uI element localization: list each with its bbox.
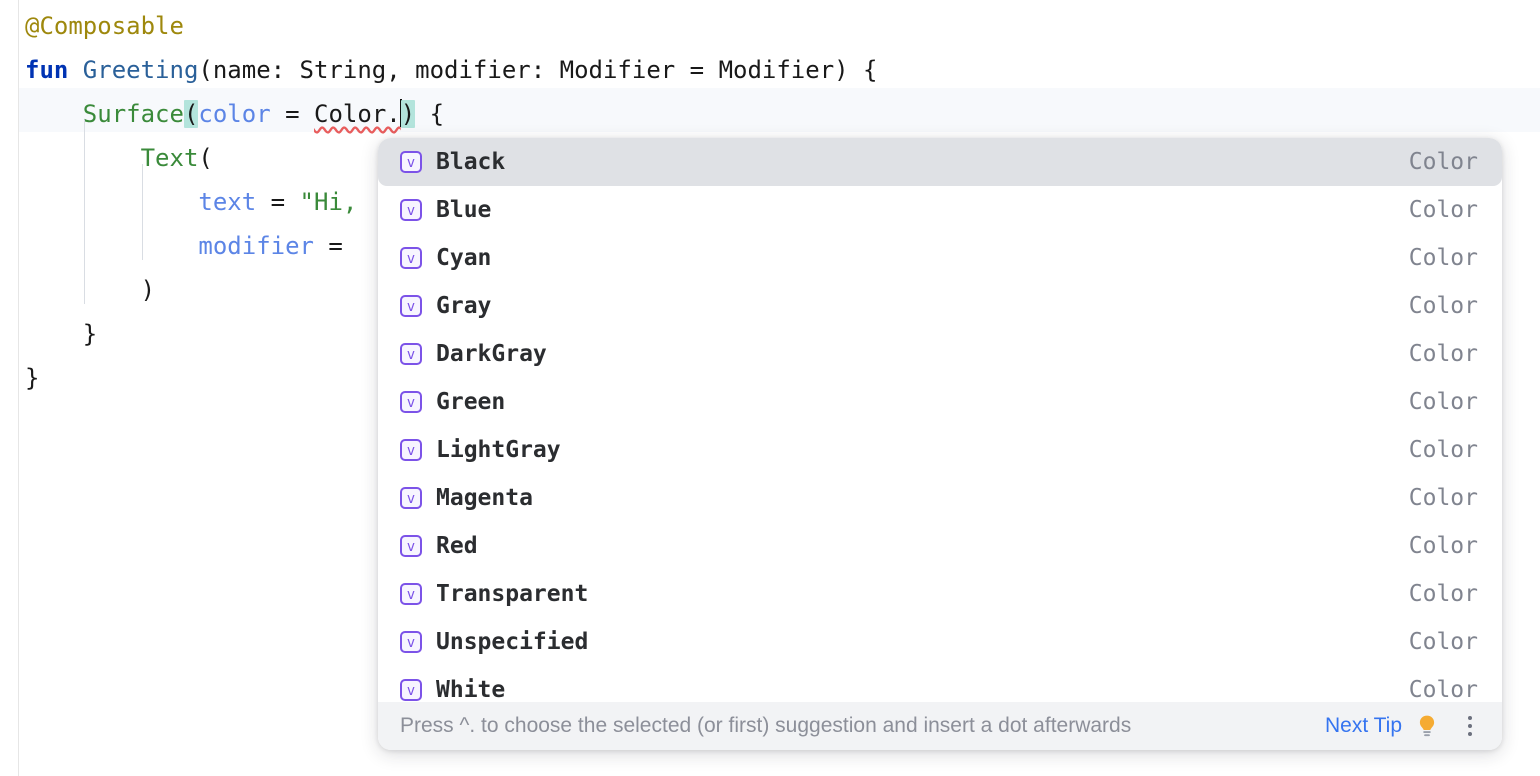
completion-item[interactable]: v Green Color	[378, 378, 1502, 426]
completion-item-type: Color	[1408, 677, 1478, 702]
completion-item-label: DarkGray	[436, 341, 547, 367]
property-value-icon: v	[400, 583, 422, 605]
code-token: {	[415, 100, 445, 128]
more-options-icon[interactable]	[1460, 713, 1480, 739]
property-value-icon: v	[400, 295, 422, 317]
completion-item[interactable]: v White Color	[378, 666, 1502, 702]
completion-item[interactable]: v Red Color	[378, 522, 1502, 570]
completion-item-label: Black	[436, 149, 506, 175]
property-value-icon: v	[400, 679, 422, 701]
code-line: }	[0, 312, 1540, 356]
code-token: }	[82, 320, 98, 348]
completion-item-label: Green	[436, 389, 506, 415]
completion-item-label: Gray	[436, 293, 492, 319]
completion-item-type: Color	[1408, 533, 1478, 559]
completion-item[interactable]: v LightGray Color	[378, 426, 1502, 474]
property-value-icon: v	[400, 439, 422, 461]
code-line: text = "Hi,	[0, 180, 1540, 224]
code-token: =	[313, 232, 358, 260]
completion-item-type: Color	[1408, 293, 1478, 319]
indent-guide	[83, 120, 85, 304]
code-line: @Composable	[0, 4, 1540, 48]
code-token: text	[198, 188, 257, 216]
completion-item-type: Color	[1408, 389, 1478, 415]
completion-item-label: Red	[436, 533, 478, 559]
code-line: }	[0, 356, 1540, 400]
completion-item[interactable]: v Magenta Color	[378, 474, 1502, 522]
code-token: Text	[140, 144, 199, 172]
error-underlined-token: Color.	[314, 100, 401, 128]
property-value-icon: v	[400, 487, 422, 509]
editor-gutter-divider	[18, 0, 19, 776]
completion-item-label: Transparent	[436, 581, 589, 607]
completion-item[interactable]: v Blue Color	[378, 186, 1502, 234]
code-line: modifier =	[0, 224, 1540, 268]
property-value-icon: v	[400, 535, 422, 557]
completion-item[interactable]: v DarkGray Color	[378, 330, 1502, 378]
kebab-dot	[1468, 724, 1472, 728]
code-token: "Hi,	[299, 188, 358, 216]
completion-item[interactable]: v Transparent Color	[378, 570, 1502, 618]
completion-item-type: Color	[1408, 485, 1478, 511]
matching-paren-highlight: (	[183, 100, 199, 128]
completion-item-label: Unspecified	[436, 629, 589, 655]
code-token: @Composable	[25, 12, 184, 40]
completion-hint-bar: Press ^. to choose the selected (or firs…	[378, 702, 1502, 750]
code-token: fun	[25, 56, 83, 84]
code-token: )	[140, 276, 156, 304]
code-line: fun Greeting(name: String, modifier: Mod…	[0, 48, 1540, 92]
matching-paren-highlight: )	[400, 100, 416, 128]
code-token: modifier	[198, 232, 314, 260]
completion-item-label: White	[436, 677, 506, 702]
completion-item-type: Color	[1408, 437, 1478, 463]
property-value-icon: v	[400, 391, 422, 413]
completion-item-type: Color	[1408, 149, 1478, 175]
code-token: =	[256, 188, 300, 216]
property-value-icon: v	[400, 247, 422, 269]
code-line: Text(	[0, 136, 1540, 180]
property-value-icon: v	[400, 631, 422, 653]
completion-item-type: Color	[1408, 197, 1478, 223]
caret-line-highlight	[19, 88, 1540, 132]
completion-item-label: Magenta	[436, 485, 533, 511]
completion-item-label: LightGray	[436, 437, 561, 463]
code-token: Surface	[82, 100, 184, 128]
code-token: }	[25, 364, 40, 392]
code-line: Surface(color = Color.) {	[0, 92, 1540, 136]
completion-item-label: Cyan	[436, 245, 492, 271]
code-token: color	[198, 100, 271, 128]
code-token: Greeting	[82, 56, 199, 84]
completion-item[interactable]: v Cyan Color	[378, 234, 1502, 282]
completion-item-type: Color	[1408, 341, 1478, 367]
code-token: =	[270, 100, 315, 128]
completion-item[interactable]: v Gray Color	[378, 282, 1502, 330]
completion-item-label: Blue	[436, 197, 492, 223]
code-line: )	[0, 268, 1540, 312]
completion-item[interactable]: v Unspecified Color	[378, 618, 1502, 666]
kebab-dot	[1468, 716, 1472, 720]
completion-item-type: Color	[1408, 581, 1478, 607]
kebab-dot	[1468, 732, 1472, 736]
property-value-icon: v	[400, 199, 422, 221]
completion-item[interactable]: v Black Color	[378, 138, 1502, 186]
indent-guide	[141, 164, 143, 260]
code-token: (name: String, modifier: Modifier = Modi…	[198, 56, 878, 84]
code-token: (	[198, 144, 213, 172]
hint-message: Press ^. to choose the selected (or firs…	[400, 714, 1132, 737]
next-tip-link[interactable]: Next Tip	[1324, 714, 1402, 737]
completion-item-type: Color	[1408, 629, 1478, 655]
property-value-icon: v	[400, 151, 422, 173]
property-value-icon: v	[400, 343, 422, 365]
lightbulb-icon[interactable]	[1414, 713, 1440, 739]
completion-item-type: Color	[1408, 245, 1478, 271]
